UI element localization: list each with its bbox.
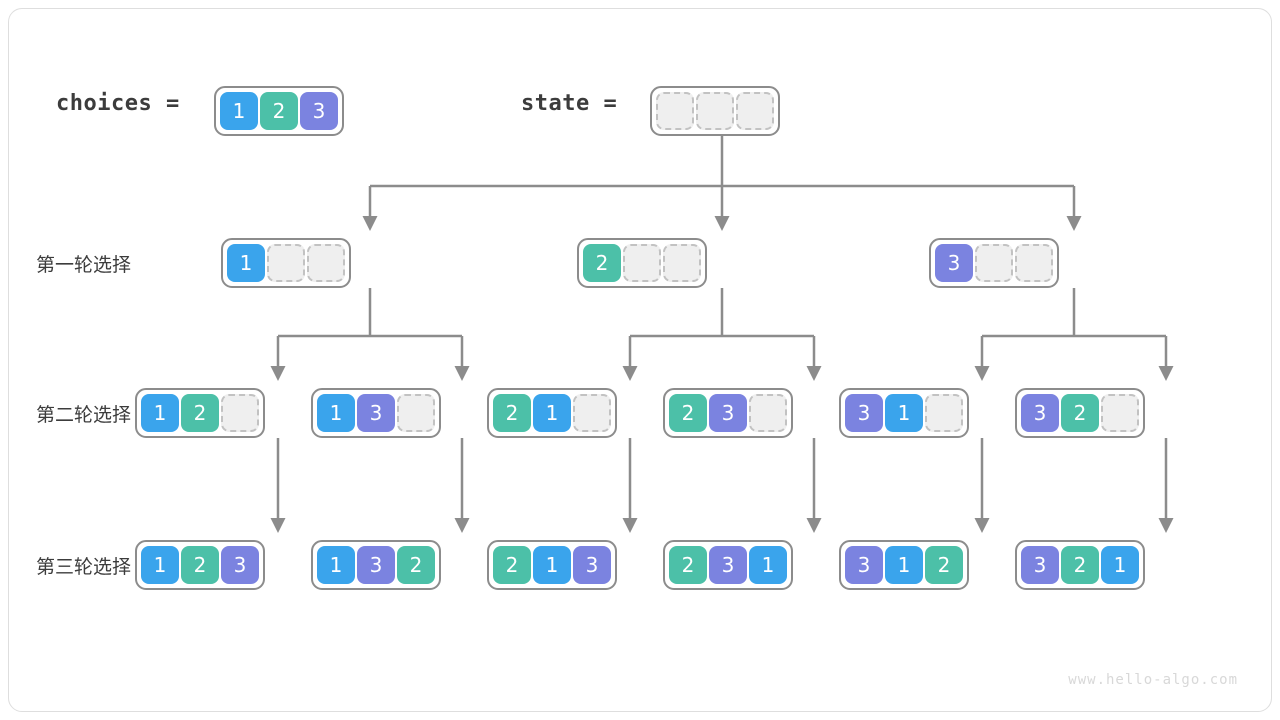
array-cell-value: 2: [669, 394, 707, 432]
array-cell-empty: [696, 92, 734, 130]
array-cell-empty: [623, 244, 661, 282]
array-cell-value: 3: [709, 394, 747, 432]
array-cell-value: 1: [1101, 546, 1139, 584]
array-cell-value: 3: [357, 394, 395, 432]
array-cell-value: 2: [583, 244, 621, 282]
array-cell-empty: [749, 394, 787, 432]
round1-node-3: 3: [929, 238, 1059, 288]
array-cell-value: 2: [260, 92, 298, 130]
array-cell-empty: [267, 244, 305, 282]
row-label-round-1: 第一轮选择: [36, 254, 132, 276]
array-cell-empty: [573, 394, 611, 432]
array-cell-empty: [397, 394, 435, 432]
array-cell-value: 2: [493, 546, 531, 584]
array-cell-empty: [925, 394, 963, 432]
round1-node-1: 1: [221, 238, 351, 288]
array-cell-value: 1: [885, 546, 923, 584]
round1-node-2: 2: [577, 238, 707, 288]
array-cell-value: 3: [709, 546, 747, 584]
image-frame: [8, 8, 1272, 712]
array-cell-value: 1: [533, 546, 571, 584]
array-cell-value: 2: [669, 546, 707, 584]
array-cell-value: 1: [141, 546, 179, 584]
array-cell-value: 3: [573, 546, 611, 584]
array-cell-value: 2: [181, 394, 219, 432]
choices-label: choices =: [56, 91, 180, 116]
array-cell-value: 3: [845, 546, 883, 584]
array-cell-empty: [1101, 394, 1139, 432]
array-cell-empty: [656, 92, 694, 130]
row-label-round-2: 第二轮选择: [36, 404, 132, 426]
array-cell-value: 3: [1021, 394, 1059, 432]
array-cell-value: 3: [357, 546, 395, 584]
array-cell-value: 1: [749, 546, 787, 584]
array-cell-value: 3: [845, 394, 883, 432]
array-cell-empty: [975, 244, 1013, 282]
array-cell-value: 1: [220, 92, 258, 130]
array-cell-value: 3: [935, 244, 973, 282]
array-cell-value: 3: [221, 546, 259, 584]
row-label-round-3: 第三轮选择: [36, 556, 132, 578]
array-cell-value: 1: [141, 394, 179, 432]
array-cell-value: 1: [533, 394, 571, 432]
array-cell-value: 2: [1061, 394, 1099, 432]
array-cell-value: 2: [925, 546, 963, 584]
array-cell-value: 1: [317, 546, 355, 584]
array-cell-empty: [1015, 244, 1053, 282]
array-cell-empty: [221, 394, 259, 432]
array-cell-value: 2: [397, 546, 435, 584]
array-cell-value: 1: [317, 394, 355, 432]
array-cell-value: 3: [1021, 546, 1059, 584]
array-cell-empty: [307, 244, 345, 282]
state-label: state =: [521, 91, 618, 116]
watermark: www.hello-algo.com: [1068, 672, 1238, 688]
array-cell-value: 2: [181, 546, 219, 584]
state-array-box: [650, 86, 780, 136]
array-cell-value: 3: [300, 92, 338, 130]
array-cell-empty: [736, 92, 774, 130]
array-cell-value: 2: [1061, 546, 1099, 584]
array-cell-value: 1: [885, 394, 923, 432]
array-cell-empty: [663, 244, 701, 282]
array-cell-value: 2: [493, 394, 531, 432]
array-cell-value: 1: [227, 244, 265, 282]
